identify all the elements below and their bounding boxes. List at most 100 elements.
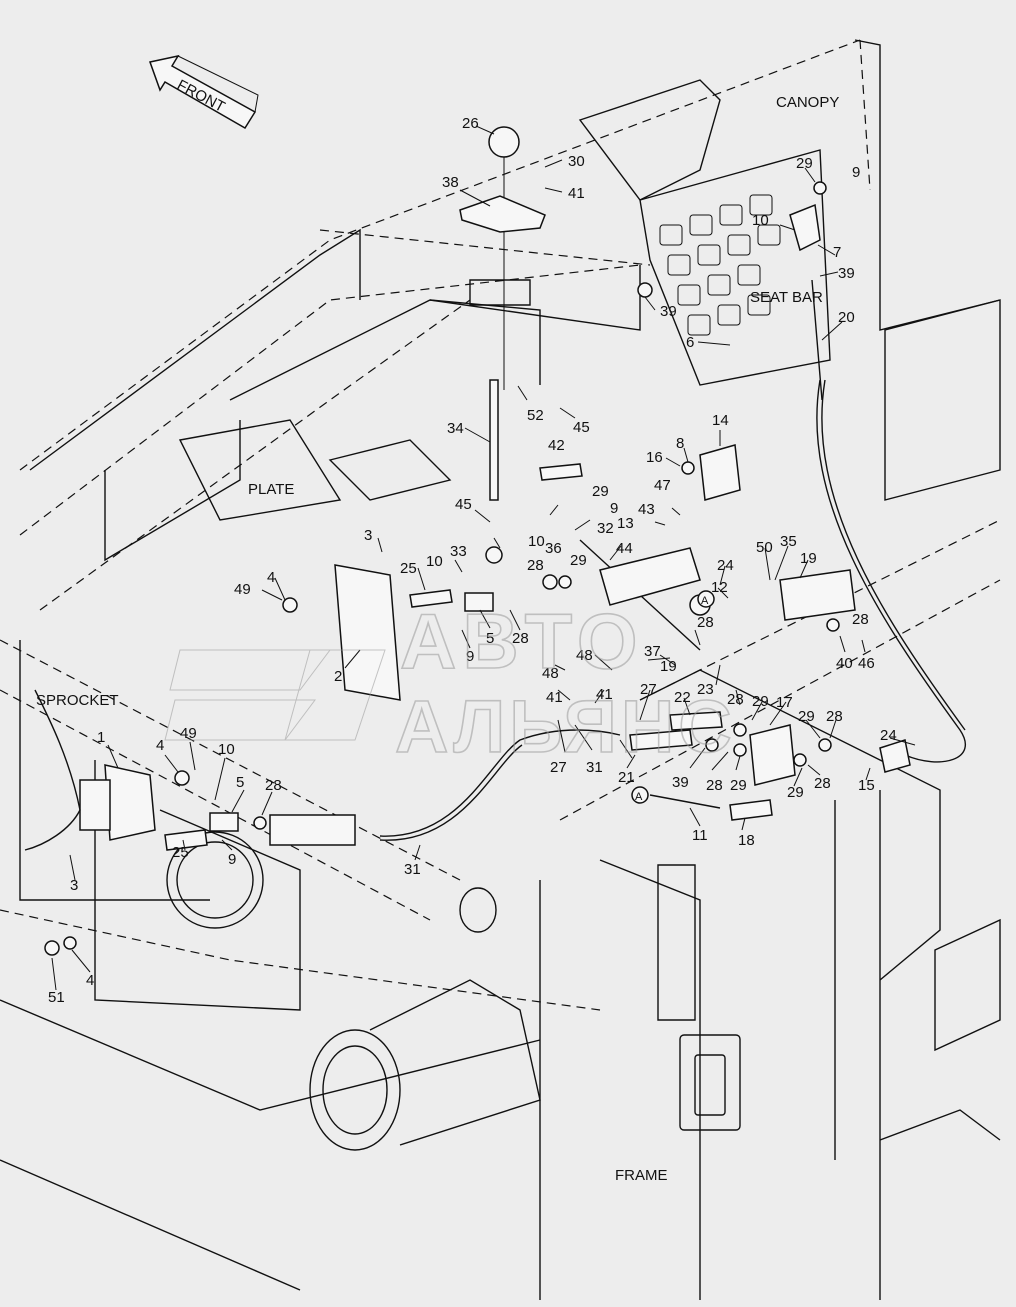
callout-label: 43	[638, 501, 655, 518]
callout-label: 32	[597, 520, 614, 537]
parts	[24, 126, 967, 956]
callout-label: 5	[236, 774, 244, 791]
callout-label: 15	[858, 777, 875, 794]
callout-label: 3	[70, 877, 78, 894]
callout-label: 19	[660, 658, 677, 675]
section-marker-a: A	[635, 791, 643, 803]
callout-label: 42	[548, 437, 565, 454]
callout-label: 52	[527, 407, 544, 424]
callout-label: 28	[826, 708, 843, 725]
callout-label: 4	[156, 737, 164, 754]
callout-label: 4	[267, 569, 275, 586]
callout-label: 41	[568, 185, 585, 202]
front-arrow: FRONT	[149, 54, 259, 130]
callout-label: 49	[234, 581, 251, 598]
callout-label: 8	[676, 435, 684, 452]
callout-label: 29	[752, 693, 769, 710]
callout-label: 29	[796, 155, 813, 172]
callout-label: 24	[717, 557, 734, 574]
callout-label: 10	[528, 533, 545, 550]
callout-label: 33	[450, 543, 467, 560]
label-canopy: CANOPY	[776, 94, 839, 111]
callout-label: 49	[180, 725, 197, 742]
callout-label: 28	[814, 775, 831, 792]
label-frame: FRAME	[615, 1167, 668, 1184]
callout-label: 27	[550, 759, 567, 776]
callout-label: 23	[697, 681, 714, 698]
callout-label: 28	[265, 777, 282, 794]
callouts: 26 30 41 38 39 29 9 10 7 39 20 6 34 52 4…	[48, 115, 897, 1006]
plate-2	[334, 564, 401, 701]
seat-bar-grid	[578, 79, 831, 386]
callout-label: 39	[838, 265, 855, 282]
callout-label: 10	[752, 212, 769, 229]
watermark-line1: ABTO	[400, 597, 644, 685]
callout-label: 29	[798, 708, 815, 725]
callout-label: 9	[228, 851, 236, 868]
callout-label: 10	[426, 553, 443, 570]
callout-label: 38	[442, 174, 459, 191]
callout-label: 19	[800, 550, 817, 567]
callout-label: 28	[852, 611, 869, 628]
callout-label: 9	[466, 648, 474, 665]
callout-label: 29	[592, 483, 609, 500]
callout-label: 45	[573, 419, 590, 436]
callout-label: 25	[172, 844, 189, 861]
callout-label: 28	[512, 630, 529, 647]
callout-label: 27	[640, 681, 657, 698]
callout-label: 39	[672, 774, 689, 791]
callout-label: 51	[48, 989, 65, 1006]
callout-label: 31	[586, 759, 603, 776]
callout-label: 9	[610, 500, 618, 517]
callout-label: 10	[218, 741, 235, 758]
callout-label: 40	[836, 655, 853, 672]
callout-label: 20	[838, 309, 855, 326]
section-markers: A A	[631, 590, 715, 804]
callout-label: 3	[364, 527, 372, 544]
leader-lines	[51, 125, 916, 991]
callout-label: 6	[686, 334, 694, 351]
callout-label: 14	[712, 412, 729, 429]
callout-label: 41	[546, 689, 563, 706]
callout-label: 26	[462, 115, 479, 132]
callout-label: 4	[86, 972, 94, 989]
callout-label: 36	[545, 540, 562, 557]
callout-label: 44	[616, 540, 633, 557]
callout-label: 13	[617, 515, 634, 532]
callout-label: 34	[447, 420, 464, 437]
knob-26	[488, 126, 520, 158]
callout-label: 35	[780, 533, 797, 550]
callout-label: 28	[697, 614, 714, 631]
callout-label: 30	[568, 153, 585, 170]
callout-label: 18	[738, 832, 755, 849]
callout-label: 1	[97, 729, 105, 746]
callout-label: 39	[660, 303, 677, 320]
callout-label: 48	[542, 665, 559, 682]
callout-label: 2	[334, 668, 342, 685]
frame-structure	[0, 39, 1001, 1300]
label-seat-bar: SEAT BAR	[750, 289, 823, 306]
region-labels: CANOPY SEAT BAR PLATE SPROCKET FRAME	[36, 94, 839, 1184]
label-sprocket: SPROCKET	[36, 692, 119, 709]
callout-label: 9	[852, 164, 860, 181]
sprocket-plate-1	[104, 764, 156, 841]
callout-label: 48	[576, 647, 593, 664]
callout-label: 28	[527, 557, 544, 574]
watermark-line2: АЛЬЯНС	[395, 685, 736, 768]
callout-label: 21	[618, 769, 635, 786]
callout-label: 17	[776, 694, 793, 711]
callout-label: 28	[706, 777, 723, 794]
section-marker-a: A	[701, 595, 709, 607]
callout-label: 7	[833, 244, 841, 261]
callout-label: 31	[404, 861, 421, 878]
watermark: ABTO АЛЬЯНС	[164, 596, 736, 769]
callout-label: 16	[646, 449, 663, 466]
callout-label: 12	[711, 579, 728, 596]
callout-label: 28	[727, 691, 744, 708]
label-plate: PLATE	[248, 481, 294, 498]
callout-label: 24	[880, 727, 897, 744]
callout-label: 41	[596, 686, 613, 703]
callout-label: 5	[486, 630, 494, 647]
callout-label: 29	[570, 552, 587, 569]
